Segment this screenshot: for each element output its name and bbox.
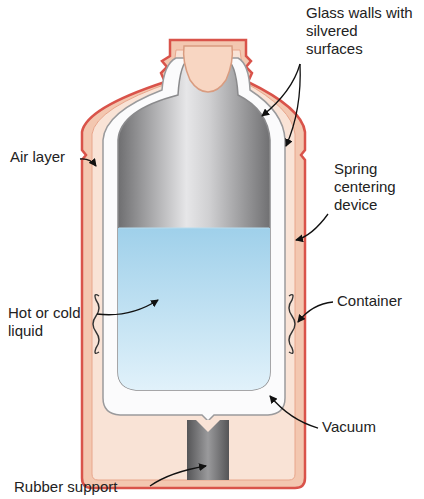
container-outline	[82, 40, 305, 488]
support-notch	[196, 420, 220, 432]
spring-right	[289, 295, 295, 354]
liquid-surface	[119, 228, 269, 229]
part-label: Glass walls with silvered surfaces	[306, 4, 416, 58]
part-label: Spring centering device	[334, 160, 420, 214]
leader-line	[270, 396, 318, 428]
rubber-support	[187, 420, 229, 480]
liquid	[110, 228, 280, 398]
leader-line	[80, 159, 96, 166]
part-label: Air layer	[10, 148, 80, 166]
spring-left	[93, 295, 99, 354]
cork	[184, 46, 233, 92]
part-label: Rubber support	[14, 478, 154, 496]
leader-line	[298, 302, 333, 322]
leader-line	[286, 64, 300, 146]
leader-line	[296, 214, 328, 240]
leader-line	[262, 64, 300, 116]
leader-line	[150, 466, 206, 486]
part-label: Hot or cold liquid	[8, 304, 100, 340]
part-label: Container	[337, 292, 419, 310]
part-label: Vacuum	[322, 418, 402, 436]
outer-glass-wall	[103, 58, 285, 421]
leader-line	[97, 300, 158, 315]
